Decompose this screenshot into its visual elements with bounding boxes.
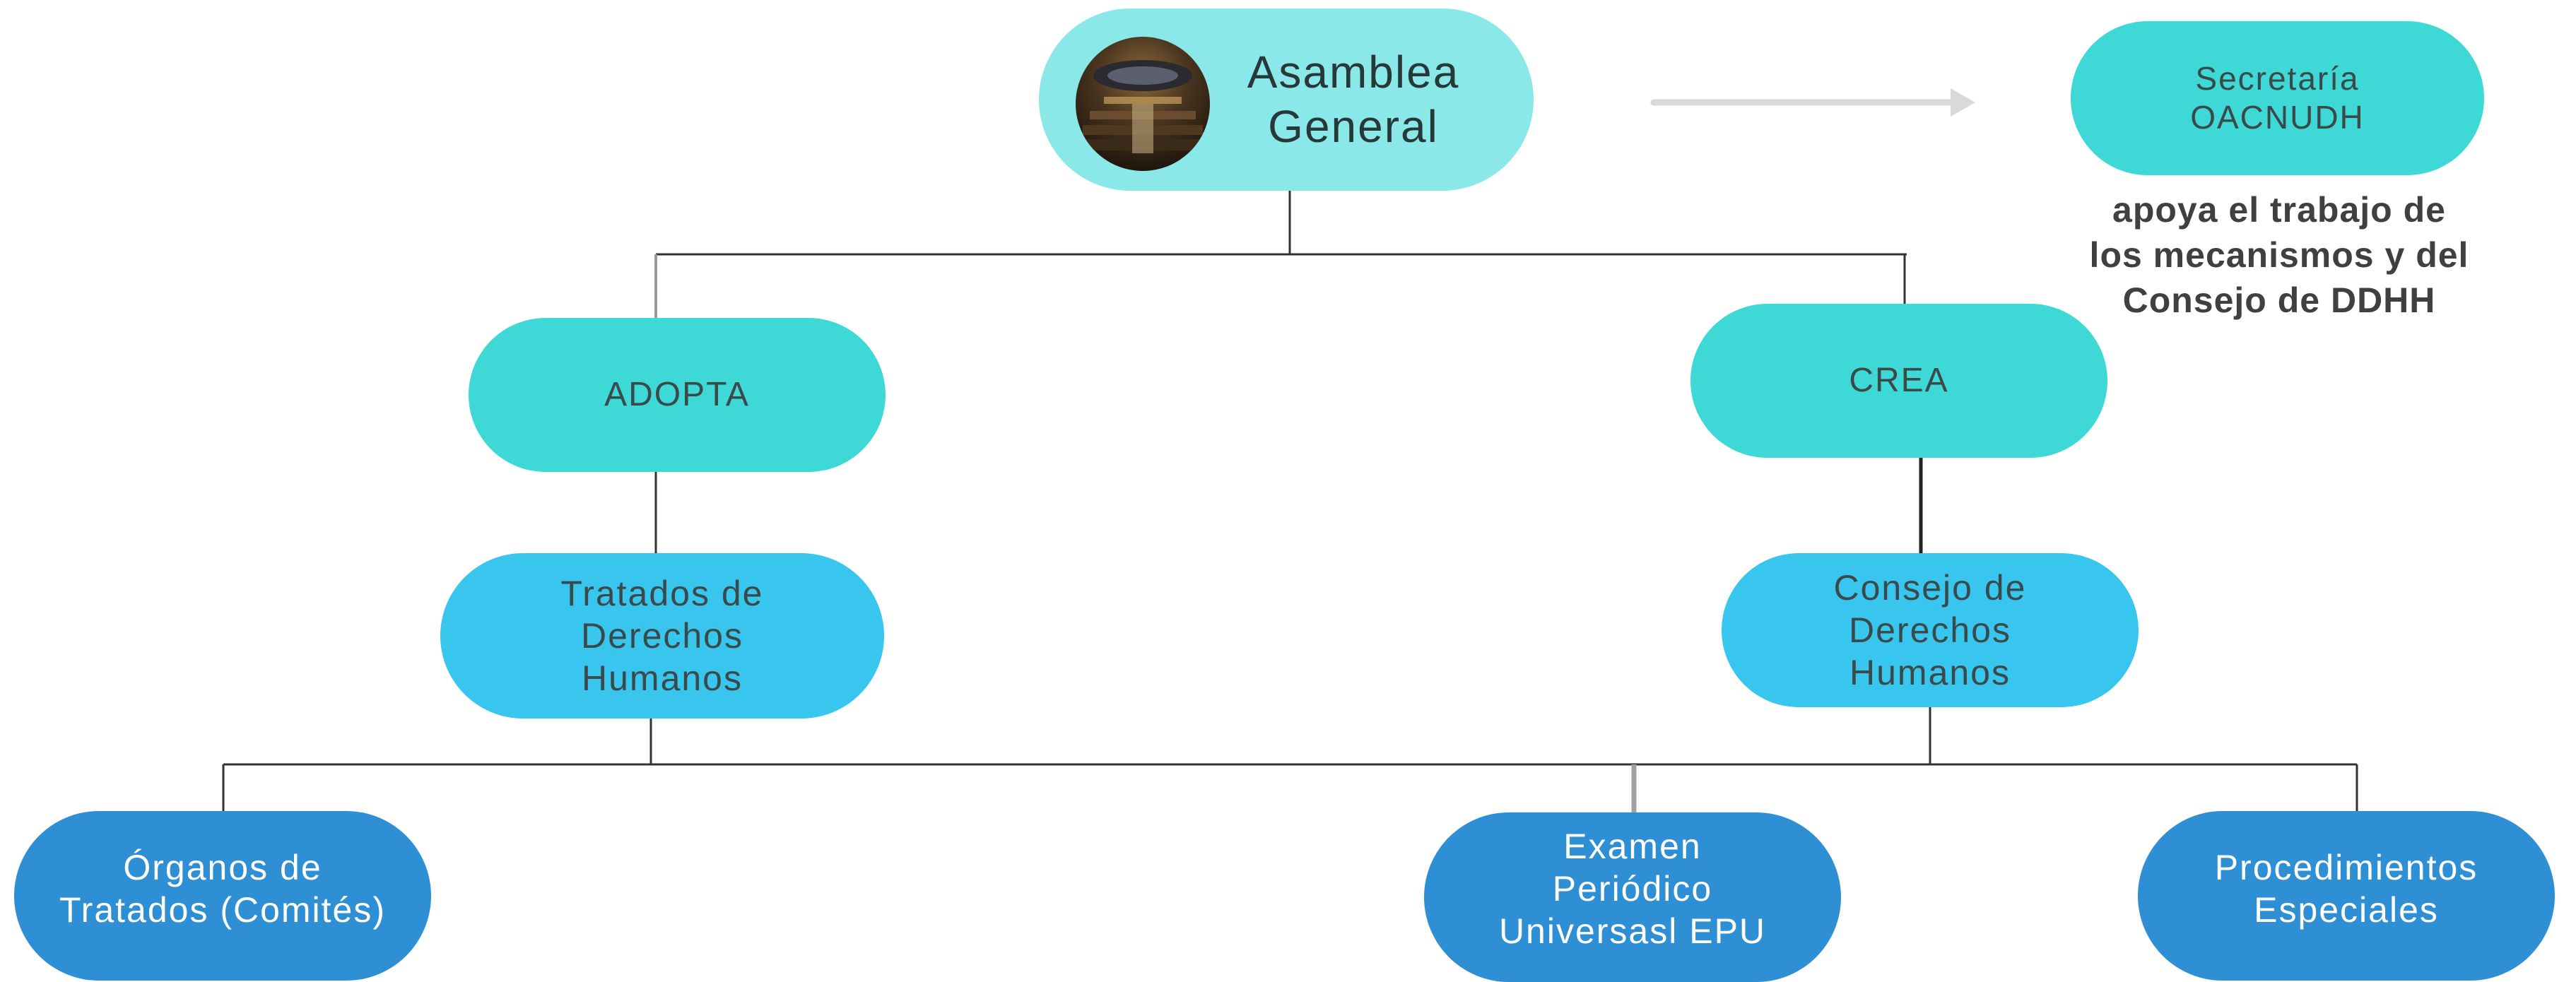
procedimientos-label: Procedimientos Especiales [2214,848,2478,930]
epu-label: Examen Periódico Universasl EPU [1498,827,1767,951]
node-crea: CREA [1690,304,2107,458]
node-asamblea-general: Asamblea General [1039,8,1534,191]
node-adopta: ADOPTA [469,318,886,472]
node-examen-epu: Examen Periódico Universasl EPU [1424,812,1841,982]
node-procedimientos-especiales: Procedimientos Especiales [2138,811,2555,981]
organos-label: Órganos de Tratados (Comités) [59,848,387,930]
node-organos-tratados: Órganos de Tratados (Comités) [14,811,431,981]
node-secretaria-oacnudh: Secretaría OACNUDH [2071,21,2484,175]
adopta-label: ADOPTA [604,376,750,414]
secretaria-label: Secretaría OACNUDH [2190,59,2365,136]
node-tratados-ddhh: Tratados de Derechos Humanos [440,553,884,718]
arrow-head-icon [1951,88,1975,117]
consejo-label: Consejo de Derechos Humanos [1833,568,2027,692]
crea-label: CREA [1849,362,1949,400]
assembly-hall-photo [1076,37,1210,171]
tratados-label: Tratados de Derechos Humanos [560,574,764,698]
asamblea-label: Asamblea General [1247,47,1460,152]
secretaria-note: apoya el trabajo de los mecanismos y del… [2089,190,2469,320]
node-consejo-ddhh: Consejo de Derechos Humanos [1722,553,2139,707]
